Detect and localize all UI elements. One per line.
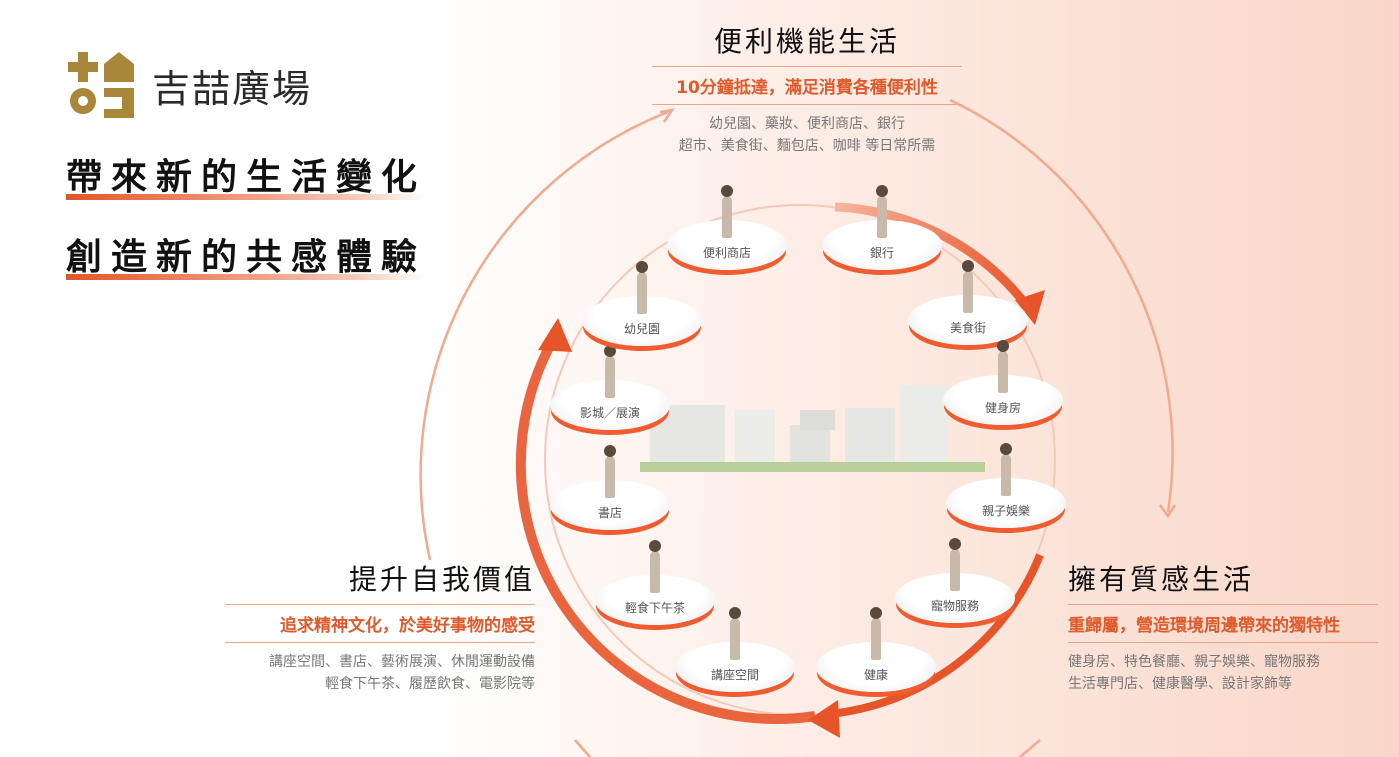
person-illustration-icon [997, 340, 1009, 393]
disc-9: 書店 [550, 445, 670, 530]
section-desc-line: 輕食下午茶、履歷飲食、電影院等 [325, 676, 535, 692]
person-illustration-icon [636, 261, 648, 314]
person-illustration-icon [729, 607, 741, 660]
arrow-arc-bottom-right [829, 553, 1044, 718]
disc-label: 寵物服務 [930, 599, 979, 613]
disc-label: 講座空間 [710, 668, 759, 682]
section-desc-line: 講座空間、書店、藝術展演、休閒運動設備 [269, 654, 535, 670]
person-illustration-icon [949, 538, 961, 591]
outer-arc-right [949, 98, 1174, 513]
section-quality: 擁有質感生活 重歸屬，營造環境周邊帶來的獨特性 健身房、特色餐廳、親子娛樂、寵物… [1068, 558, 1378, 695]
section-desc-line: 幼兒園、藥妝、便利商店、銀行 [709, 116, 905, 132]
section-title: 擁有質感生活 [1068, 563, 1255, 596]
disc-label: 健康 [863, 668, 888, 682]
person-illustration-icon [604, 445, 616, 498]
section-subtitle: 10分鐘抵達，滿足消費各種便利性 [652, 66, 962, 105]
disc-11: 幼兒園 [582, 261, 702, 346]
disc-0: 便利商店 [667, 185, 787, 270]
disc-3: 健身房 [943, 340, 1063, 425]
section-title: 便利機能生活 [713, 25, 900, 58]
person-illustration-icon [1000, 443, 1012, 496]
disc-label: 幼兒園 [623, 322, 660, 336]
person-illustration-icon [876, 185, 888, 238]
person-illustration-icon [604, 345, 616, 398]
person-illustration-icon [721, 185, 733, 238]
arrow-arc-top-right [834, 202, 1034, 313]
disc-label: 輕食下午茶 [624, 601, 685, 615]
disc-6: 健康 [816, 607, 936, 692]
disc-label: 親子娛樂 [981, 504, 1030, 518]
disc-5: 寵物服務 [895, 538, 1015, 623]
brand-name: 吉喆廣場 [152, 66, 313, 111]
disc-10: 影城／展演 [550, 345, 670, 430]
brand-logo: 吉喆廣場 [68, 52, 312, 118]
section-desc-line: 健身房、特色餐廳、親子娛樂、寵物服務 [1068, 654, 1320, 670]
disc-2: 美食街 [908, 260, 1028, 345]
outer-arc-bottom [1019, 739, 1041, 757]
disc-label: 美食街 [949, 321, 986, 335]
section-subtitle: 重歸屬，營造環境周邊帶來的獨特性 [1068, 604, 1378, 643]
person-illustration-icon [649, 540, 661, 593]
disc-label: 書店 [597, 506, 622, 520]
section-title: 提升自我價值 [348, 563, 535, 596]
slogan-1: 帶來新的生活變化 [66, 157, 427, 200]
section-desc-line: 生活專門店、健康醫學、設計家飾等 [1068, 676, 1292, 692]
disc-4: 親子娛樂 [946, 443, 1066, 528]
person-illustration-icon [962, 260, 974, 313]
section-desc-line: 超市、美食街、麵包店、咖啡 等日常所需 [678, 138, 936, 154]
disc-8: 輕食下午茶 [595, 540, 715, 625]
disc-label: 影城／展演 [579, 406, 640, 420]
section-subtitle: 追求精神文化，於美好事物的感受 [225, 604, 535, 643]
person-illustration-icon [870, 607, 882, 660]
building-complex [640, 385, 985, 472]
disc-7: 講座空間 [675, 607, 795, 692]
disc-label: 便利商店 [702, 246, 751, 260]
disc-1: 銀行 [822, 185, 942, 270]
section-convenience: 便利機能生活 10分鐘抵達，滿足消費各種便利性 幼兒園、藥妝、便利商店、銀行超市… [652, 20, 962, 157]
disc-label: 銀行 [869, 246, 894, 260]
section-self-value: 提升自我價值 追求精神文化，於美好事物的感受 講座空間、書店、藝術展演、休閒運動… [225, 558, 535, 695]
slogan-2: 創造新的共感體驗 [66, 237, 427, 280]
outer-arc-top [419, 110, 669, 561]
arrow-arc-left [515, 337, 816, 725]
logo-mark-icon [68, 52, 134, 118]
disc-label: 健身房 [984, 401, 1021, 415]
